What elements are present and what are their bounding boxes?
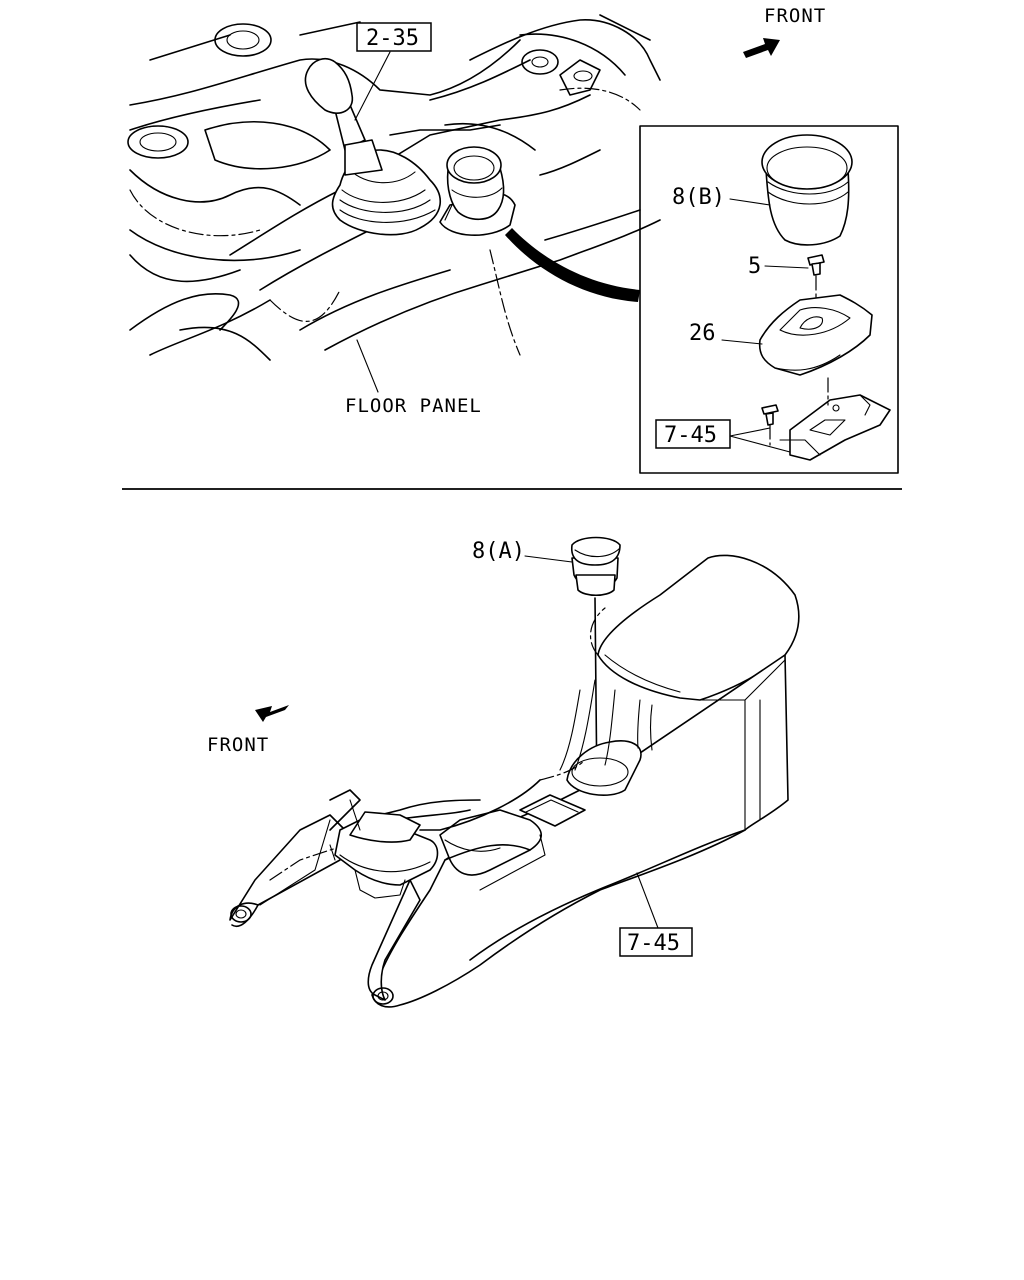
top-view-labels: 2-35 FLOOR PANEL FRONT	[345, 5, 826, 417]
part-screw-label: 5	[748, 254, 761, 279]
top-view-floor-area	[127, 14, 661, 361]
floor-panel-label: FLOOR PANEL	[345, 395, 482, 417]
part-holder-a-label: 8(A)	[472, 539, 525, 564]
ref-console-bottom-label: 7-45	[627, 931, 680, 956]
part-bracket-label: 26	[689, 321, 716, 346]
ref-box-shift-lever	[356, 22, 432, 52]
front-arrow-icon-bottom	[255, 705, 289, 722]
front-arrow-icon-top	[743, 38, 780, 58]
ref-console-inset-label: 7-45	[664, 423, 717, 448]
front-label-top: FRONT	[764, 5, 826, 27]
ref-box-console-bottom	[619, 927, 693, 957]
ref-shift-lever-label: 2-35	[366, 26, 419, 51]
front-label-bottom: FRONT	[207, 734, 269, 756]
ref-box-console-inset	[655, 419, 731, 449]
bottom-view-console: 8(A)	[229, 536, 800, 1008]
part-holder-b-label: 8(B)	[672, 185, 725, 210]
bottom-view-labels: 7-45 FRONT	[207, 705, 693, 957]
detail-inset: 8(B) 5 26 7-45	[639, 125, 899, 474]
